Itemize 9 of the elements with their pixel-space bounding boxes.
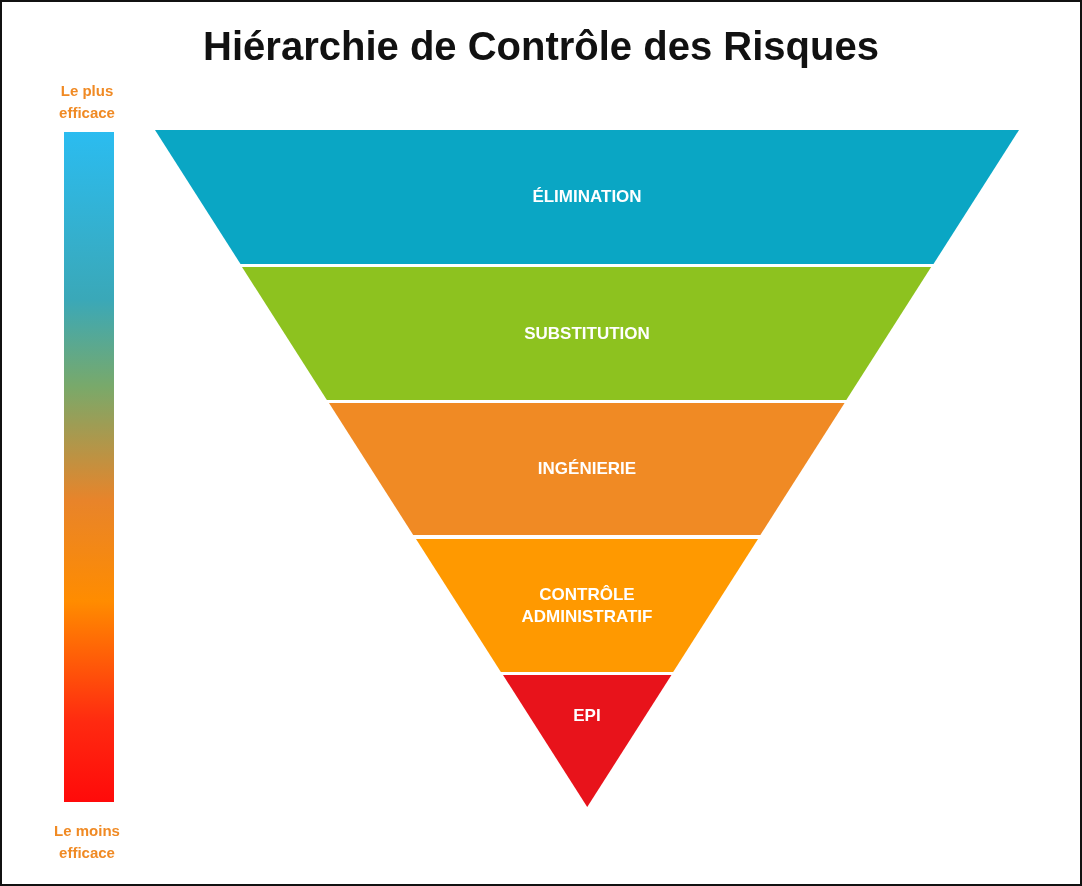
band-label: SUBSTITUTION — [524, 322, 650, 345]
title: Hiérarchie de Contrôle des Risques — [202, 24, 880, 69]
band-label: INGÉNIERIE — [537, 458, 637, 480]
band-label: ÉLIMINATION — [532, 186, 642, 208]
band-label: EPI — [573, 705, 601, 727]
scale-label: Le plus efficace — [58, 81, 116, 123]
effectiveness-gradient-bar — [64, 132, 114, 802]
band-label: CONTRÔLE ADMINISTRATIF — [520, 583, 654, 628]
scale-label: Le moins efficace — [53, 821, 121, 863]
